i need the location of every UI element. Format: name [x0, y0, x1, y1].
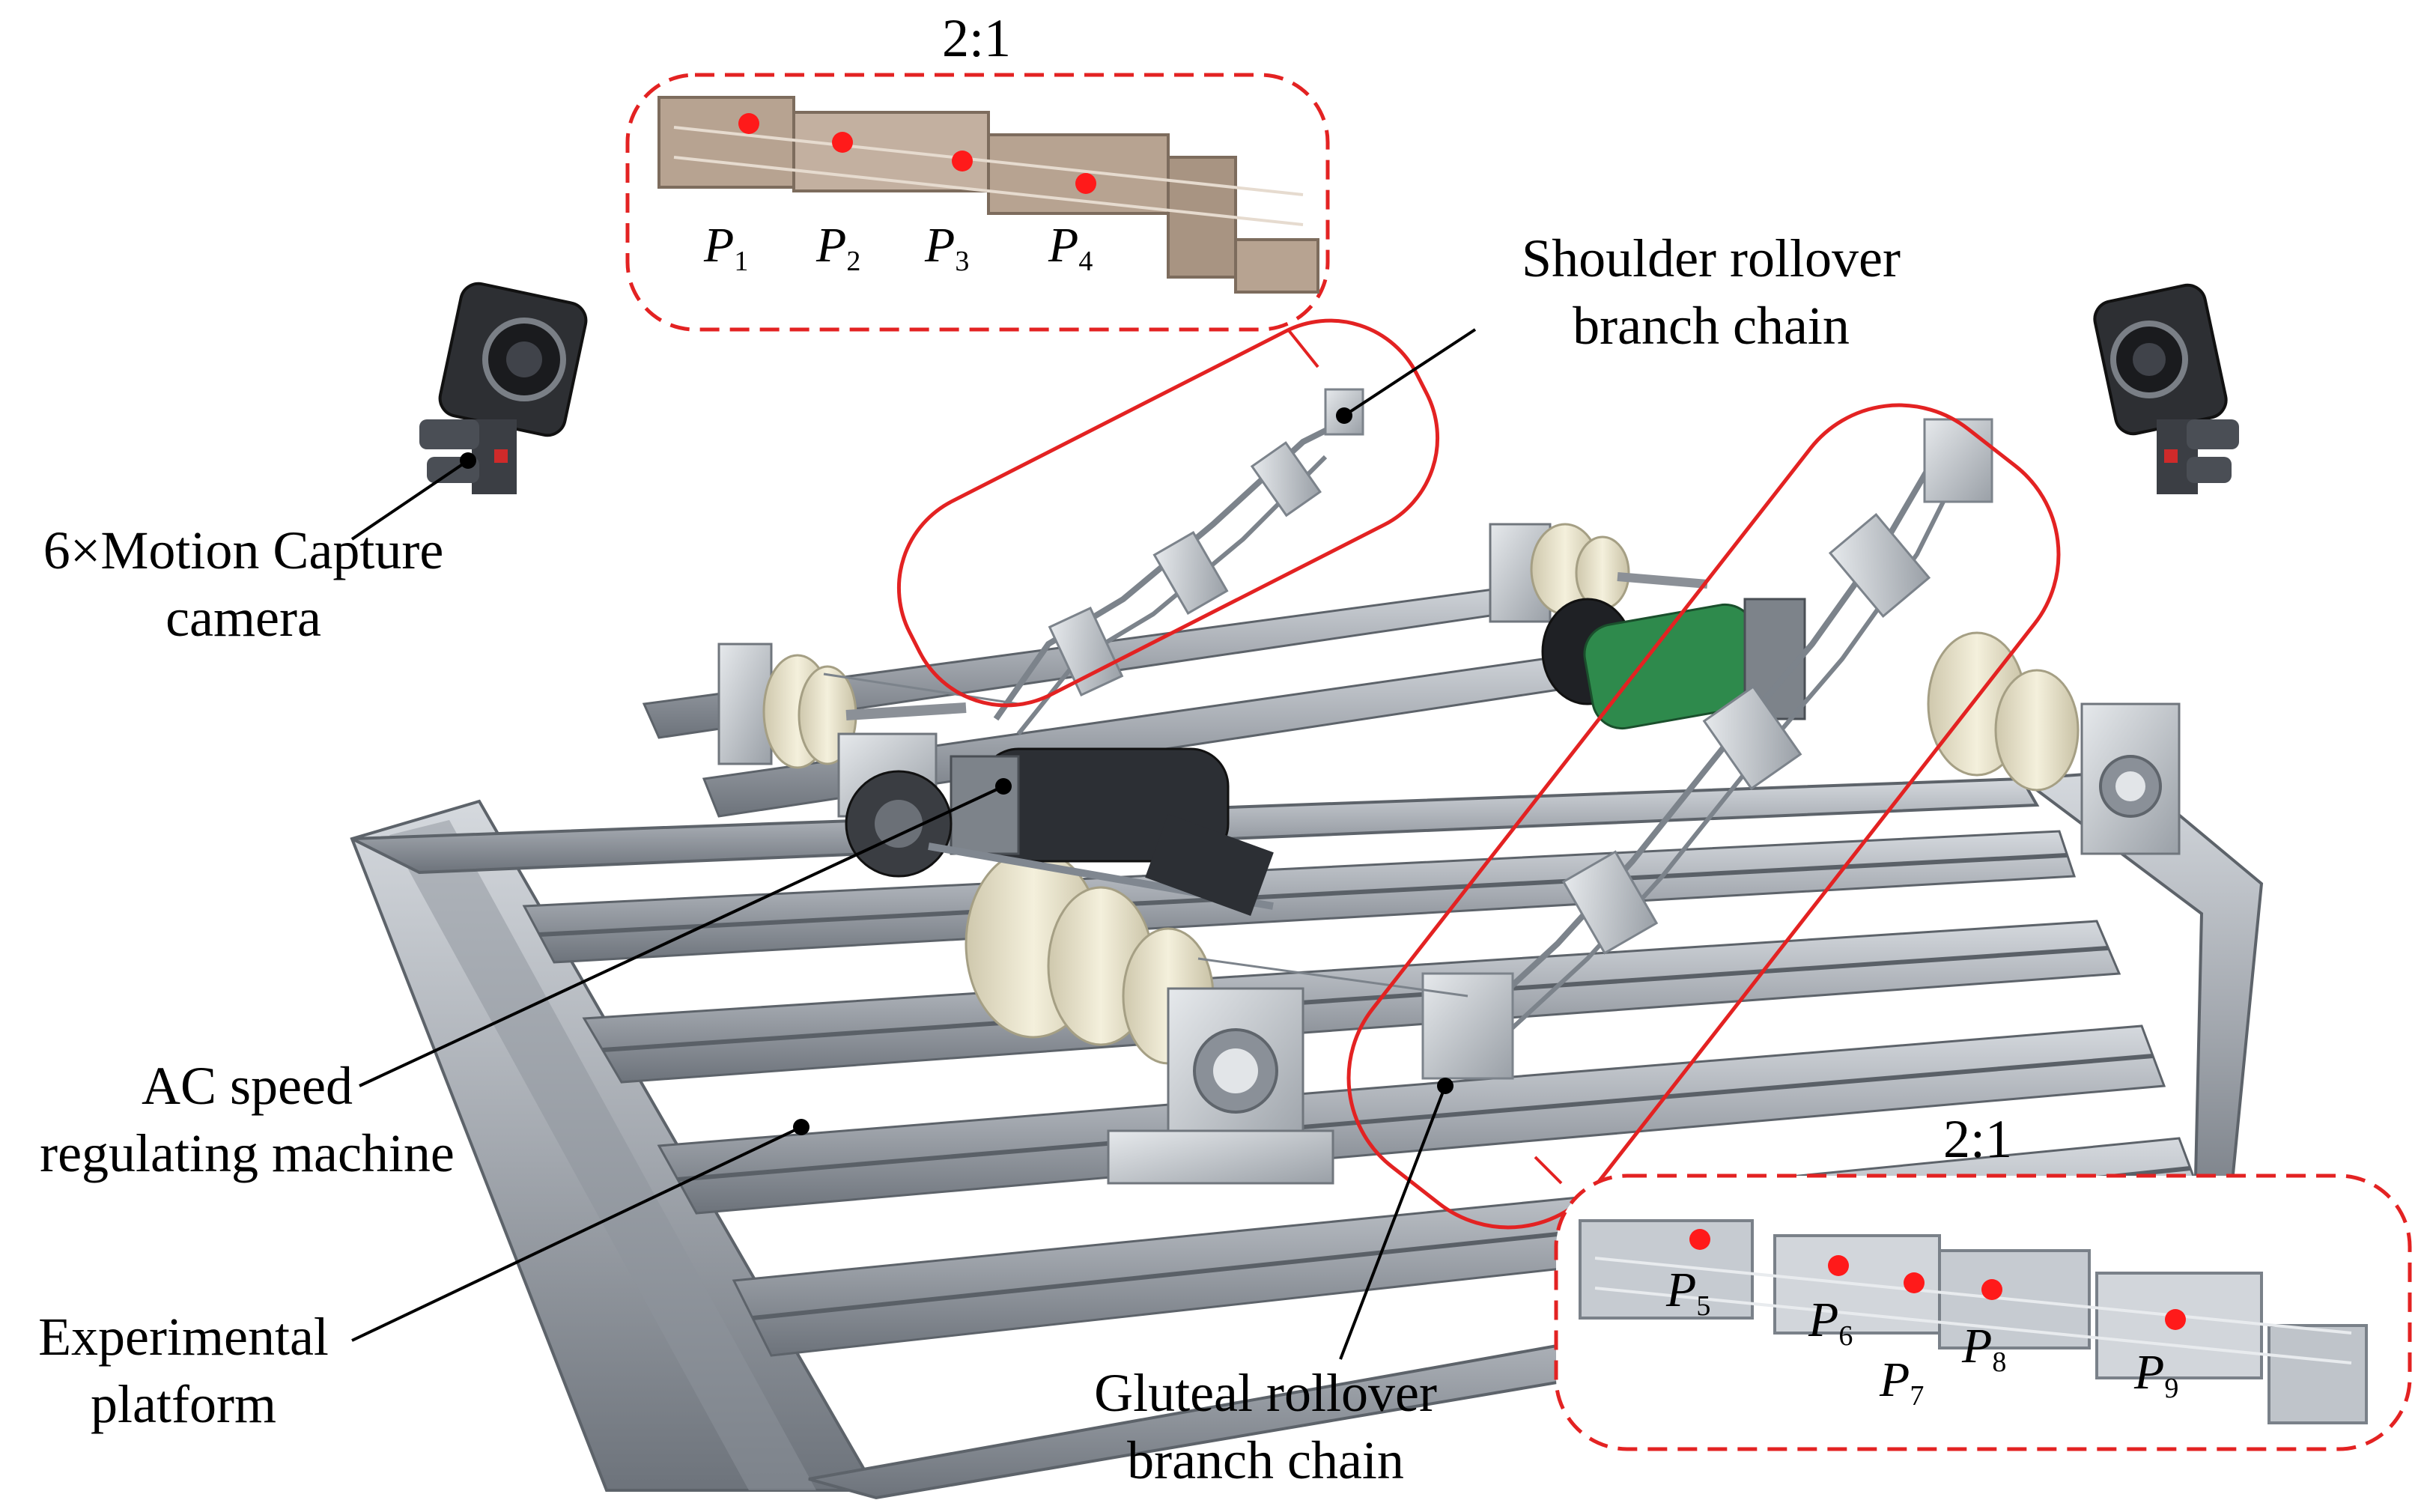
label-shoulder-line1: Shoulder rollover: [1522, 228, 1901, 288]
point-label-p4: P4: [1048, 218, 1093, 277]
label-gluteal-line1: Gluteal rollover: [1094, 1363, 1437, 1423]
point-label-p9: P9: [2134, 1345, 2179, 1404]
marker-p7: [1904, 1272, 1925, 1293]
leader-dots: [460, 407, 1454, 1135]
label-shoulder-rollover: Shoulder rollover branch chain: [1464, 225, 1958, 359]
experimental-platform: [350, 575, 2264, 1500]
zoom-top-chain: [657, 96, 1319, 294]
marker-p5: [1689, 1229, 1710, 1250]
label-camera-line2: camera: [165, 588, 321, 648]
point-label-p8: P8: [1962, 1319, 2007, 1378]
roller-assembly-front: [965, 848, 1334, 1185]
marker-p3: [952, 151, 973, 171]
point-label-p1: P1: [704, 218, 749, 277]
label-platform-line2: platform: [91, 1374, 276, 1434]
shoulder-chain-highlight: [896, 318, 1440, 708]
zoom-ratio-bottom: 2:1: [1943, 1109, 2013, 1169]
marker-p2: [832, 132, 853, 153]
leader-gluteal: [1339, 1085, 1447, 1360]
ac-motor-front: [845, 747, 1274, 916]
leader-platform: [351, 1126, 802, 1342]
point-label-p2: P2: [816, 218, 861, 277]
point-label-p5: P5: [1666, 1263, 1711, 1322]
label-gluteal-line2: branch chain: [1127, 1430, 1404, 1490]
label-motion-capture: 6×Motion Capture camera: [4, 517, 483, 652]
marker-p9: [2165, 1309, 2186, 1330]
label-experimental-platform: Experimental platform: [4, 1303, 363, 1438]
zoom-box-top: [625, 73, 1330, 368]
zoom-bottom-chain: [1579, 1219, 2368, 1424]
point-label-p7: P7: [1880, 1352, 1925, 1412]
leader-shoulder: [1343, 328, 1477, 417]
leader-ac: [359, 785, 1004, 1087]
marker-p6: [1828, 1255, 1849, 1276]
zoom-box-bottom: [1534, 1156, 2412, 1451]
label-ac-machine: AC speed regulating machine: [7, 1052, 487, 1187]
gluteal-chain-highlight: [1346, 403, 2061, 1230]
marker-p4: [1075, 173, 1096, 194]
label-platform-line1: Experimental: [38, 1307, 329, 1367]
zoom-ratio-top: 2:1: [942, 8, 1012, 68]
roller-assembly-right: [1927, 631, 2181, 855]
leader-camera: [350, 459, 470, 541]
label-shoulder-line2: branch chain: [1573, 296, 1850, 356]
marker-p8: [1981, 1279, 2002, 1300]
marker-p1: [738, 113, 759, 134]
label-gluteal-rollover: Gluteal rollover branch chain: [1033, 1359, 1498, 1494]
motion-capture-camera-left: [419, 282, 588, 494]
label-ac-line2: regulating machine: [40, 1123, 455, 1183]
leader-lines: [350, 328, 1477, 1360]
motion-capture-camera-right: [2093, 283, 2239, 494]
gluteal-chain-mechanism: [1197, 418, 1993, 1080]
roller-assembly-back: [1489, 523, 1708, 623]
label-camera-line1: 6×Motion Capture: [43, 520, 444, 580]
ac-motor-back: [1541, 598, 1806, 730]
point-label-p3: P3: [925, 218, 970, 277]
label-ac-line1: AC speed: [142, 1056, 353, 1116]
point-label-p6: P6: [1808, 1293, 1853, 1352]
